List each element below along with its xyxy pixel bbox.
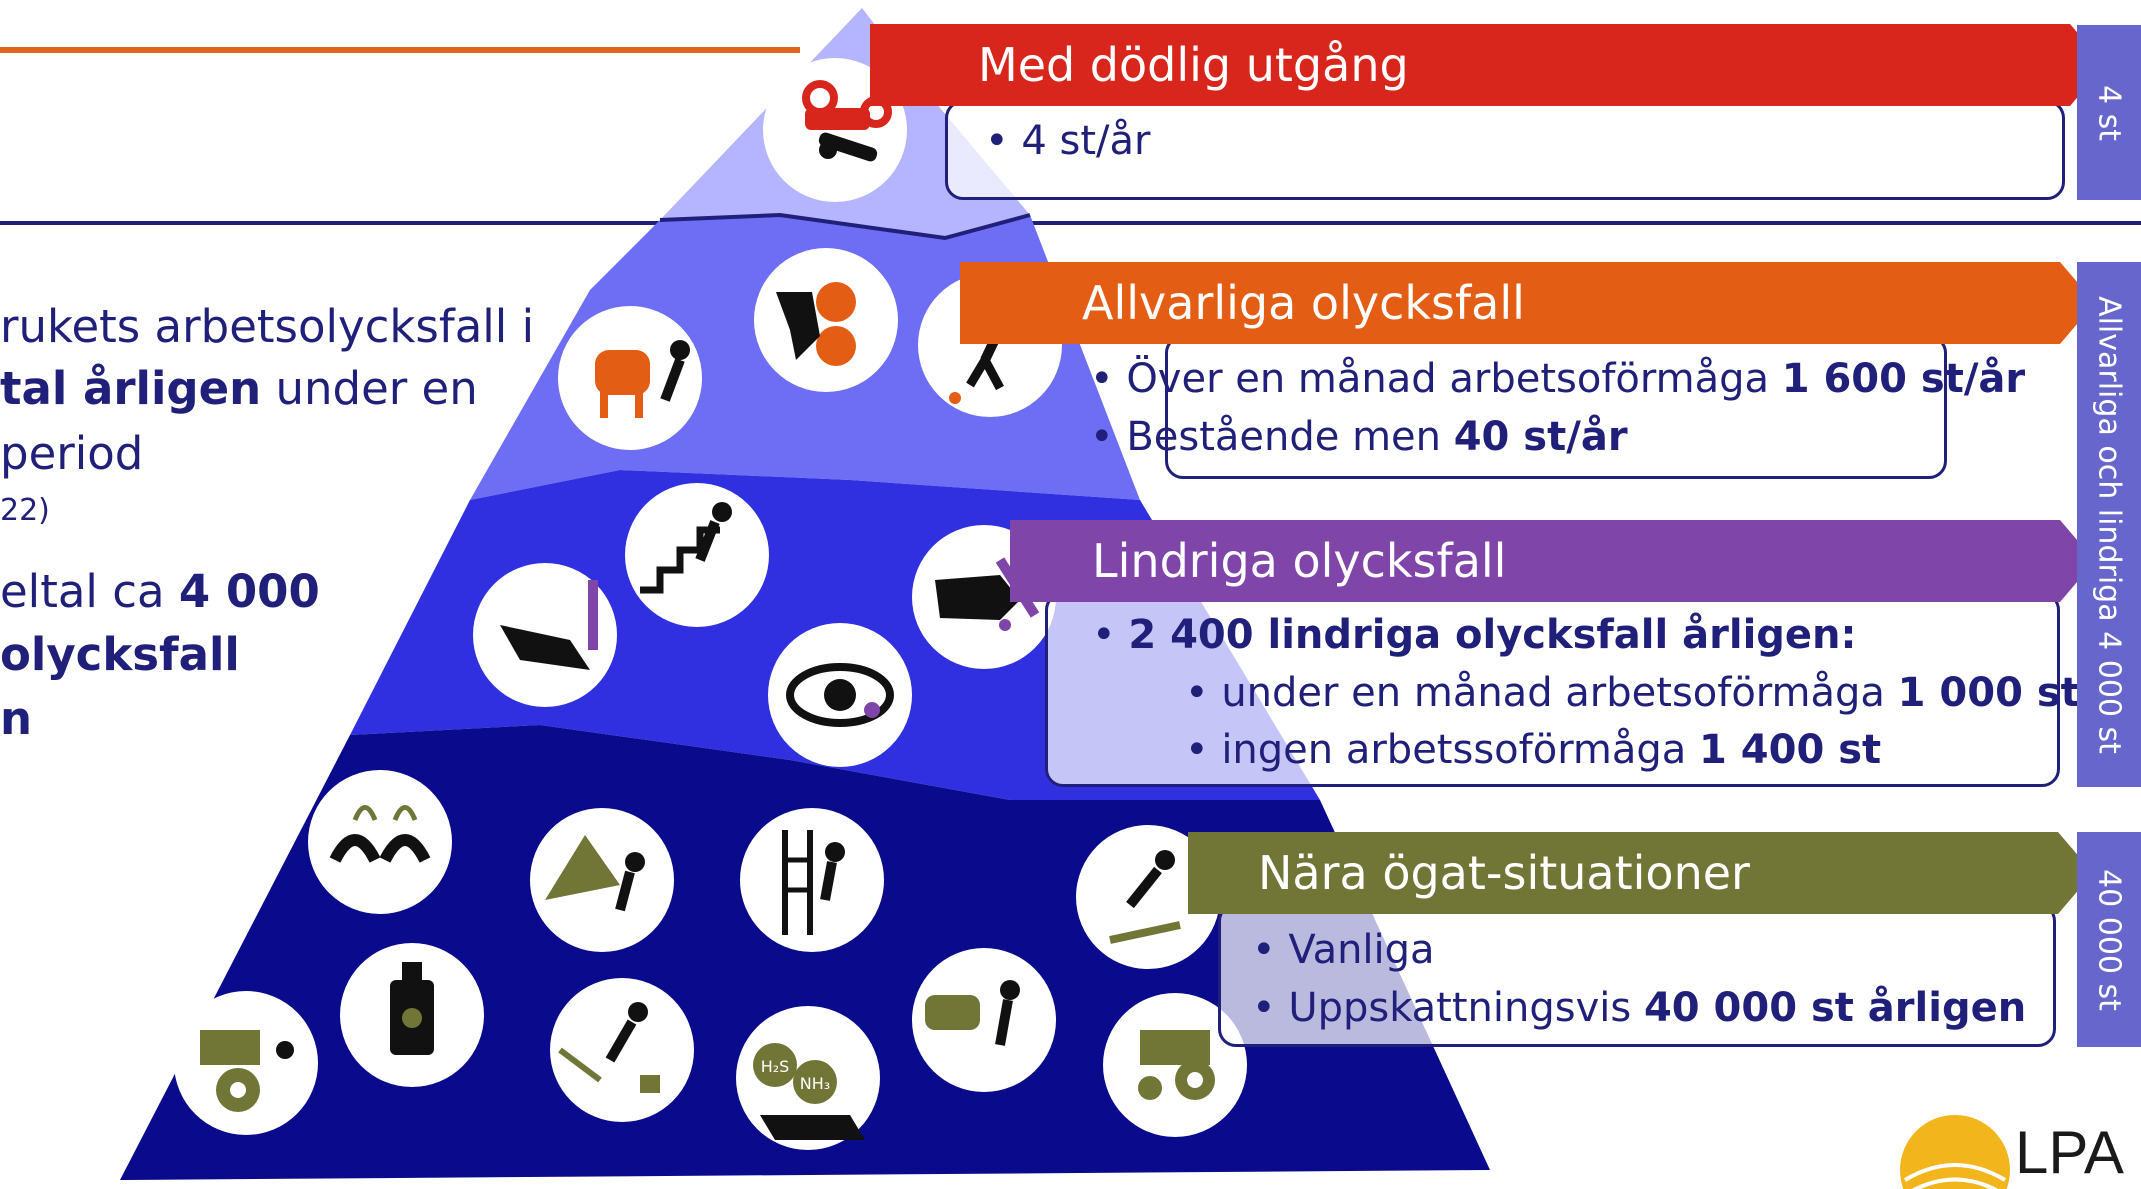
nh3-label: NH₃ xyxy=(800,1074,830,1093)
tractor-icon xyxy=(174,991,318,1135)
side-label-near-miss: 40 000 st xyxy=(2077,832,2141,1047)
eye-injury-icon xyxy=(768,623,912,767)
pitchfork-trip-icon xyxy=(550,978,694,1122)
ladder-fall-icon xyxy=(740,808,884,952)
minor-bullet-3: • ingen arbetssoförmåga 1 400 st xyxy=(1185,727,1882,773)
near-miss-bullet-2: • Uppskattningsvis 40 000 st årligen xyxy=(1252,985,2027,1031)
manure-gas-icon: H₂S NH₃ xyxy=(736,1006,880,1150)
saw-blade-hand-icon xyxy=(754,248,898,392)
stairs-fall-icon xyxy=(625,483,769,627)
left-text-line3: period xyxy=(0,427,144,480)
left-text-line6: olycksfall xyxy=(0,628,240,681)
dust-breathing-icon xyxy=(308,770,452,914)
serious-bullet-2: • Bestående men 40 st/år xyxy=(1090,414,1628,460)
serious-box xyxy=(1165,335,1947,479)
slip-fall-icon xyxy=(1076,825,1220,969)
bull-attack-icon xyxy=(558,306,702,450)
left-text-line2: tal årligen under en xyxy=(0,362,478,415)
minor-box xyxy=(1045,592,2060,787)
left-text-line7: n xyxy=(0,692,33,745)
side-label-serious-minor: Allvarliga och lindriga 4 000 st xyxy=(2077,262,2141,787)
serious-bullet-1: • Över en månad arbetsoförmåga 1 600 st/… xyxy=(1090,356,2026,402)
h2s-label: H₂S xyxy=(761,1057,790,1076)
left-text-line5: eltal ca 4 000 xyxy=(0,565,320,618)
left-text-line4: 22) xyxy=(0,493,50,528)
knife-hand-cut-icon xyxy=(473,563,617,707)
poison-bottle-icon xyxy=(340,943,484,1087)
serious-banner-shape xyxy=(960,262,2095,344)
minor-bullet-2: • under en månad arbetsoförmåga 1 000 st xyxy=(1185,670,2080,716)
minor-banner-shape xyxy=(1010,520,2095,602)
lpa-logo-icon xyxy=(1900,1115,2010,1189)
tractor-driver-icon xyxy=(1103,993,1247,1137)
side-label-fatal: 4 st xyxy=(2077,25,2141,200)
minor-bullet-1: • 2 400 lindriga olycksfall årligen: xyxy=(1092,612,1857,658)
tree-felling-icon xyxy=(530,808,674,952)
left-text-line1: rukets arbetsolycksfall i xyxy=(0,300,535,353)
orange-rule xyxy=(0,47,800,53)
near-miss-banner-shape xyxy=(1188,832,2093,914)
cow-kick-icon xyxy=(912,948,1056,1092)
fatal-box xyxy=(945,100,2065,200)
lpa-logo-text: LPA xyxy=(2015,1119,2124,1186)
fatal-banner-shape xyxy=(870,24,2105,106)
fatal-bullet-1: • 4 st/år xyxy=(985,118,1151,164)
near-miss-bullet-1: • Vanliga xyxy=(1252,927,1435,973)
navy-rule xyxy=(0,221,2141,225)
